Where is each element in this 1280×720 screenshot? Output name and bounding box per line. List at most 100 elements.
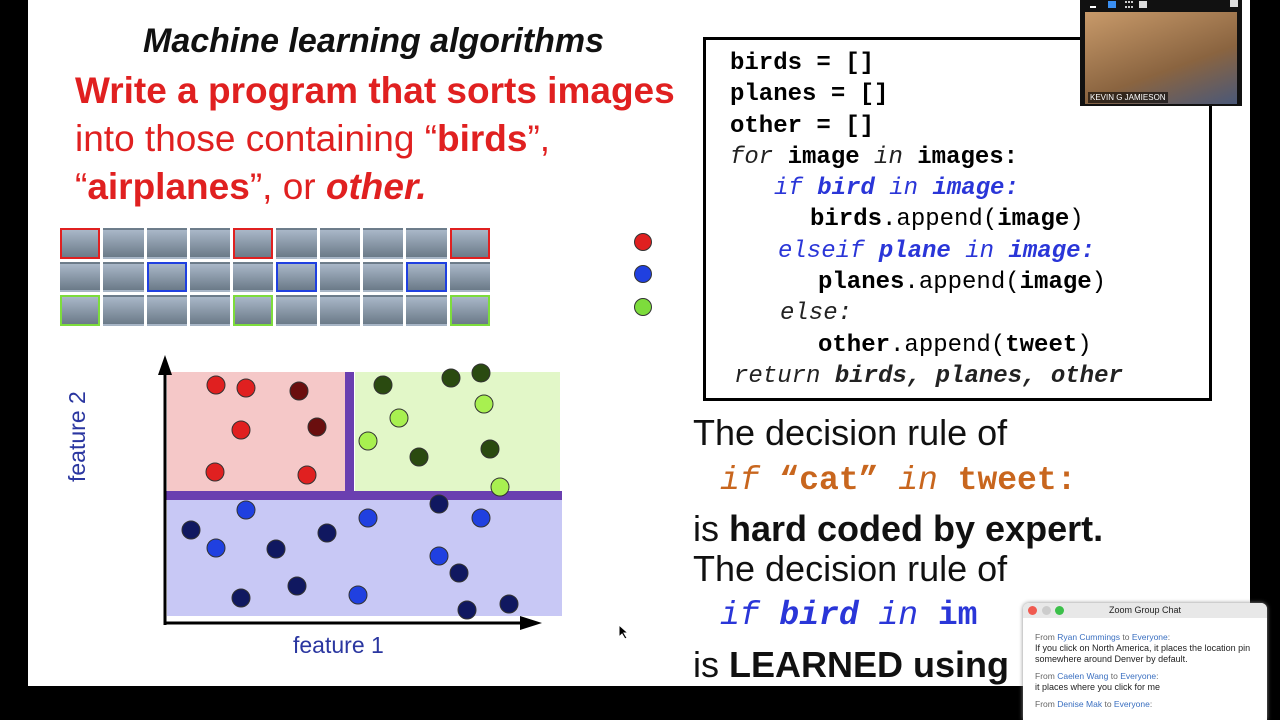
image-thumbnail <box>276 228 317 259</box>
image-thumbnail <box>276 261 317 293</box>
code-line: other = [] <box>730 112 875 140</box>
data-point <box>317 523 337 543</box>
chat-title: Zoom Group Chat <box>1108 605 1182 615</box>
image-thumbnail <box>146 261 187 293</box>
minimize-icon[interactable] <box>1090 6 1096 8</box>
image-thumbnail <box>449 228 490 259</box>
mouse-cursor-icon <box>618 624 630 640</box>
presentation-slide: Machine learning algorithms Write a prog… <box>28 0 1250 686</box>
image-thumbnail <box>60 261 101 293</box>
data-point <box>297 465 317 485</box>
image-thumbnail <box>233 295 274 326</box>
data-point <box>409 447 429 467</box>
data-point <box>236 378 256 398</box>
data-point <box>231 588 251 608</box>
chat-message-sender: From Caelen Wang to Everyone: <box>1035 671 1159 681</box>
rule-2-text: is LEARNED using <box>693 644 1010 685</box>
data-point <box>499 594 519 614</box>
text: other. <box>325 166 427 207</box>
x-axis-label: feature 1 <box>293 632 384 658</box>
chat-message: From Ryan Cummings to Everyone:If you cl… <box>1023 632 1267 665</box>
image-thumbnail <box>406 295 447 326</box>
code-line: else: <box>780 300 853 328</box>
code-line: planes.append(image) <box>818 269 1107 297</box>
data-point <box>471 363 491 383</box>
code-line: if bird in image: <box>774 175 1019 203</box>
data-point <box>474 394 494 414</box>
maximize-icon[interactable] <box>1055 606 1064 615</box>
feature-scatter-diagram <box>158 355 562 630</box>
code-line: elseif plane in image: <box>778 237 1095 265</box>
y-axis-label: feature 2 <box>64 391 90 482</box>
data-point <box>266 539 286 559</box>
chat-message-sender: From Denise Mak to Everyone: <box>1035 699 1153 709</box>
data-point <box>206 375 226 395</box>
code-line: return birds, planes, other <box>734 362 1123 390</box>
data-point <box>480 439 500 459</box>
close-icon[interactable] <box>1028 606 1037 615</box>
data-point <box>205 462 225 482</box>
text: ”, or <box>249 166 326 207</box>
text: “ <box>75 166 88 207</box>
image-thumbnail <box>103 261 144 293</box>
chat-message: From Caelen Wang to Everyone:it places w… <box>1023 671 1267 693</box>
data-point <box>287 576 307 596</box>
data-point <box>441 368 461 388</box>
image-thumbnail <box>363 261 404 293</box>
data-point <box>181 520 201 540</box>
data-point <box>348 585 368 605</box>
image-thumbnail <box>60 228 101 259</box>
slide-line-2: into those containing “birds”, <box>75 118 550 160</box>
text: airplanes <box>87 166 250 207</box>
slide-title: Machine learning algorithms <box>143 22 604 60</box>
data-point <box>490 477 510 497</box>
data-point <box>429 494 449 514</box>
chat-message-text: it places where you click for me <box>1035 682 1161 692</box>
rule-1-text: is hard coded by expert. <box>693 508 1104 549</box>
image-thumbnail <box>103 295 144 326</box>
image-thumbnail <box>146 295 187 326</box>
image-thumbnail <box>449 261 490 293</box>
image-thumbnail <box>233 261 274 293</box>
image-thumbnail <box>319 228 361 259</box>
data-point <box>358 431 378 451</box>
rule-2-code: if bird in im <box>720 597 978 634</box>
camera-feed <box>1085 12 1237 104</box>
data-point <box>373 375 393 395</box>
image-thumbnail <box>146 228 187 259</box>
data-point <box>307 417 327 437</box>
code-line: planes = [] <box>730 81 889 109</box>
data-point <box>236 500 256 520</box>
chat-message: From Denise Mak to Everyone: <box>1023 699 1267 710</box>
gallery-view-icon[interactable] <box>1125 1 1133 8</box>
code-line: birds.append(image) <box>810 206 1084 234</box>
image-thumbnail <box>363 295 404 326</box>
image-thumbnail <box>189 228 231 259</box>
speaker-view-icon[interactable] <box>1108 1 1116 8</box>
data-point <box>289 381 309 401</box>
participant-video-tile[interactable]: KEVIN G JAMIESON <box>1080 0 1242 106</box>
minimize-icon[interactable] <box>1042 606 1051 615</box>
data-point <box>389 408 409 428</box>
data-point <box>457 600 477 620</box>
text: ”, <box>527 118 551 159</box>
image-thumbnail <box>449 295 490 326</box>
slide-line-3: “airplanes”, or other. <box>75 166 427 208</box>
chat-message-sender: From Ryan Cummings to Everyone: <box>1035 632 1171 642</box>
data-point <box>206 538 226 558</box>
code-line: birds = [] <box>730 50 875 77</box>
zoom-group-chat-window[interactable]: Zoom Group Chat From Ryan Cummings to Ev… <box>1023 603 1267 720</box>
image-thumbnail <box>189 295 231 326</box>
image-thumbnail <box>103 228 144 259</box>
other-region <box>355 372 560 494</box>
chat-messages: From Ryan Cummings to Everyone:If you cl… <box>1023 632 1267 710</box>
code-block: birds = [] planes = [] other = [] for im… <box>703 37 1212 401</box>
vertical-boundary <box>345 372 354 496</box>
data-point <box>231 420 251 440</box>
slide-line-1: Write a program that sorts images <box>75 70 675 111</box>
image-thumbnail <box>276 295 317 326</box>
thumbnail-view-icon[interactable] <box>1139 1 1147 8</box>
chat-titlebar[interactable]: Zoom Group Chat <box>1023 603 1267 618</box>
rule-1-code: if “cat” in tweet: <box>720 462 1077 499</box>
exit-fullscreen-icon[interactable] <box>1230 0 1238 7</box>
